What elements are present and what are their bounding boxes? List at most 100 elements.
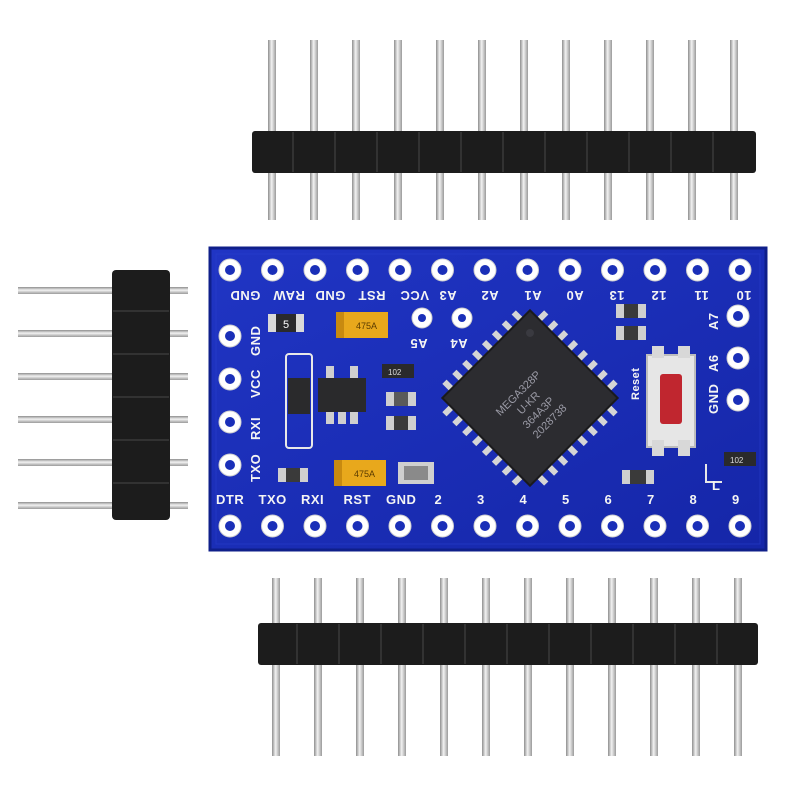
left-col-label: TXO [248, 453, 263, 482]
bottom-row-label: 3 [477, 492, 485, 507]
bottom-header-pin [692, 578, 700, 756]
left-header-pin [18, 330, 188, 337]
resistor-2: 102 [724, 452, 756, 466]
right-col-pad-hole [733, 311, 743, 321]
bottom-row-label: RXI [301, 492, 325, 507]
left-col-label: RXI [248, 416, 263, 440]
top-row-pad-hole [650, 265, 660, 275]
bottom-row-pad-hole [480, 521, 490, 531]
smd-5-label: 5 [283, 319, 289, 331]
bottom-row-pad-hole [650, 521, 660, 531]
atmega328p-chip [440, 308, 620, 488]
bottom-header-pin [734, 578, 742, 756]
top-row-pad-hole [437, 265, 448, 275]
left-header-pin [18, 373, 188, 380]
left-col-pad-hole [225, 417, 235, 427]
top-header-pin [394, 40, 402, 220]
left-col-label: GND [248, 325, 263, 356]
crystal-body [404, 466, 428, 480]
top-pin-header [252, 40, 756, 220]
top-row-pad-hole [310, 265, 320, 275]
bottom-row-pad-hole [565, 521, 575, 531]
top-row-label: 10 [736, 288, 752, 303]
bottom-row-label: GND [386, 492, 417, 507]
bottom-row-pad-hole [267, 521, 278, 531]
capacitor-top: 475A [336, 312, 388, 338]
voltage-regulator [318, 366, 366, 424]
top-header-pin [688, 40, 696, 220]
top-row-pad-hole [565, 265, 575, 275]
top-header-pin [478, 40, 486, 220]
pad-a5-hole [418, 314, 426, 322]
top-row-pad-hole [267, 265, 278, 275]
left-col-pad-hole [225, 374, 235, 384]
top-row-label: RAW [272, 288, 305, 303]
top-row-pad-hole [480, 265, 490, 275]
bottom-row-label: 2 [434, 492, 443, 507]
top-row-pad-hole [607, 265, 618, 275]
bottom-header-pin [356, 578, 364, 756]
resistor-1: 102 [382, 364, 414, 378]
resistor-1-label: 102 [388, 368, 402, 377]
reset-button [646, 346, 696, 456]
top-header-pin [268, 40, 276, 220]
top-header-pin [646, 40, 654, 220]
left-header-pin [18, 416, 188, 423]
top-row-pad-hole [225, 265, 235, 275]
left-header-pin [18, 287, 188, 294]
top-row-label: RST [357, 288, 386, 303]
top-header-pin [562, 40, 570, 220]
left-header-pin [18, 502, 188, 509]
label-a4: A4 [450, 336, 468, 351]
top-header-pin [604, 40, 612, 220]
led-1-body [394, 392, 408, 406]
top-header-pin [310, 40, 318, 220]
resistor-6-body [286, 468, 300, 482]
top-row-label: VCC [400, 288, 429, 303]
pad-a4-hole [458, 314, 466, 322]
top-row-pad-hole [692, 265, 703, 275]
right-col-pad-hole [733, 395, 743, 405]
top-row-pad-hole [735, 265, 745, 275]
top-header-pin [352, 40, 360, 220]
capacitor-bottom: 475A [334, 460, 386, 486]
bottom-row-label: TXO [258, 492, 287, 507]
cap-top-label: 475A [356, 321, 377, 331]
top-row-label: A0 [566, 288, 584, 303]
bottom-row-label: 6 [604, 492, 613, 507]
bottom-row-pad-hole [735, 521, 745, 531]
right-col-pad-hole [733, 353, 743, 363]
top-row-label: A2 [481, 288, 499, 303]
bottom-row-label: RST [343, 492, 371, 507]
bottom-header-pin [566, 578, 574, 756]
right-col-label: A6 [706, 354, 721, 372]
resistor-5-body [624, 326, 638, 340]
smd-component-5: 5 [268, 314, 304, 332]
right-col-label: GND [706, 383, 721, 414]
label-l: L [712, 478, 721, 493]
left-col-label: VCC [248, 369, 263, 398]
bottom-row-label: 5 [562, 492, 570, 507]
bottom-header-pin [398, 578, 406, 756]
bottom-row-label: 7 [647, 492, 655, 507]
bottom-row-pad-hole [352, 521, 363, 531]
bottom-row-pad-hole [395, 521, 405, 531]
resistor-4-body [624, 304, 638, 318]
bottom-header-pin [482, 578, 490, 756]
left-col-pad-hole [225, 460, 235, 470]
bottom-header-pin [608, 578, 616, 756]
bottom-header-pin [650, 578, 658, 756]
bottom-header-pin [314, 578, 322, 756]
label-reset: Reset [630, 367, 642, 400]
bottom-row-pad-hole [437, 521, 448, 531]
label-a5: A5 [410, 336, 428, 351]
bottom-header-pin [524, 578, 532, 756]
left-angled-pin-header [18, 270, 188, 520]
diode [285, 353, 313, 449]
bottom-pin-header [258, 578, 758, 756]
right-col-label: A7 [706, 312, 721, 330]
top-row-label: GND [315, 288, 346, 303]
left-col-pad-hole [225, 331, 235, 341]
bottom-row-pad-hole [692, 521, 703, 531]
top-row-label: GND [230, 288, 261, 303]
